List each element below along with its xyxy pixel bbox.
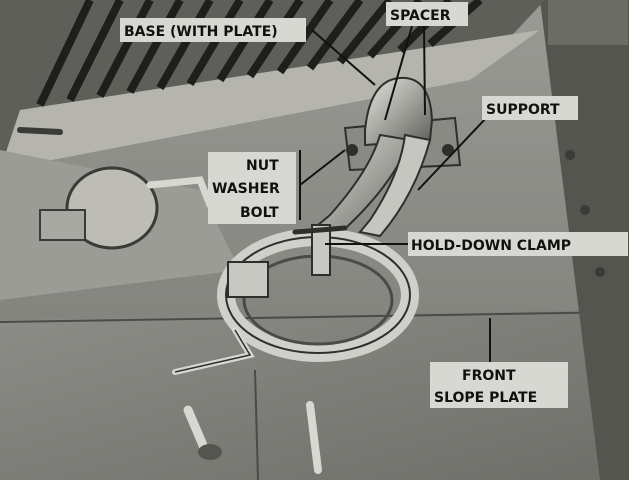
callout-nut: NUT bbox=[246, 158, 279, 174]
leader-base bbox=[311, 29, 376, 86]
callout-support: SUPPORT bbox=[486, 102, 560, 118]
loose-pin-center bbox=[306, 401, 322, 474]
label-bg-base bbox=[120, 18, 306, 42]
rivets bbox=[565, 150, 605, 277]
clamp-wing-handle-outline bbox=[174, 329, 252, 373]
filler-cap bbox=[65, 166, 159, 250]
plate-seam bbox=[0, 311, 629, 323]
loose-pin-left bbox=[183, 405, 210, 455]
base-casting bbox=[364, 76, 434, 147]
leader-spacer-a bbox=[384, 25, 413, 121]
support-arm-rear bbox=[358, 133, 432, 238]
cap-hinge bbox=[39, 209, 86, 241]
callout-clamp: HOLD-DOWN CLAMP bbox=[411, 238, 571, 254]
base-bolt-left bbox=[346, 144, 358, 156]
cap-handle bbox=[146, 176, 214, 209]
leader-spacer-b bbox=[423, 25, 426, 116]
base-bolt-right bbox=[442, 144, 454, 156]
label-bg-nut-washer-bolt bbox=[208, 152, 296, 224]
front-slope-plate-surface bbox=[0, 310, 629, 480]
callout-spacer: SPACER bbox=[390, 8, 451, 24]
callout-slope: SLOPE PLATE bbox=[434, 390, 537, 406]
clamp-bolt bbox=[311, 224, 331, 276]
plate-seam-vertical bbox=[254, 369, 259, 480]
leader-nut-washer-bolt bbox=[299, 149, 346, 220]
loose-pin-left-head bbox=[198, 444, 222, 460]
right-top-box bbox=[548, 0, 628, 45]
leader-support bbox=[417, 115, 489, 191]
label-bg-front-slope bbox=[430, 362, 568, 408]
callout-front: FRONT bbox=[462, 368, 516, 384]
grille-lip bbox=[0, 30, 540, 170]
callout-washer: WASHER bbox=[212, 181, 280, 197]
label-bg-clamp bbox=[408, 232, 628, 256]
leader-lines bbox=[299, 25, 491, 362]
callout-bolt: BOLT bbox=[240, 205, 279, 221]
clamp-handle-top bbox=[292, 225, 348, 235]
label-bg-support bbox=[482, 96, 578, 120]
label-bg-spacer bbox=[386, 2, 468, 26]
clamp-hinge-block bbox=[227, 261, 269, 298]
wing-nut-left bbox=[17, 127, 63, 135]
callout-base: BASE (WITH PLATE) bbox=[124, 24, 278, 40]
